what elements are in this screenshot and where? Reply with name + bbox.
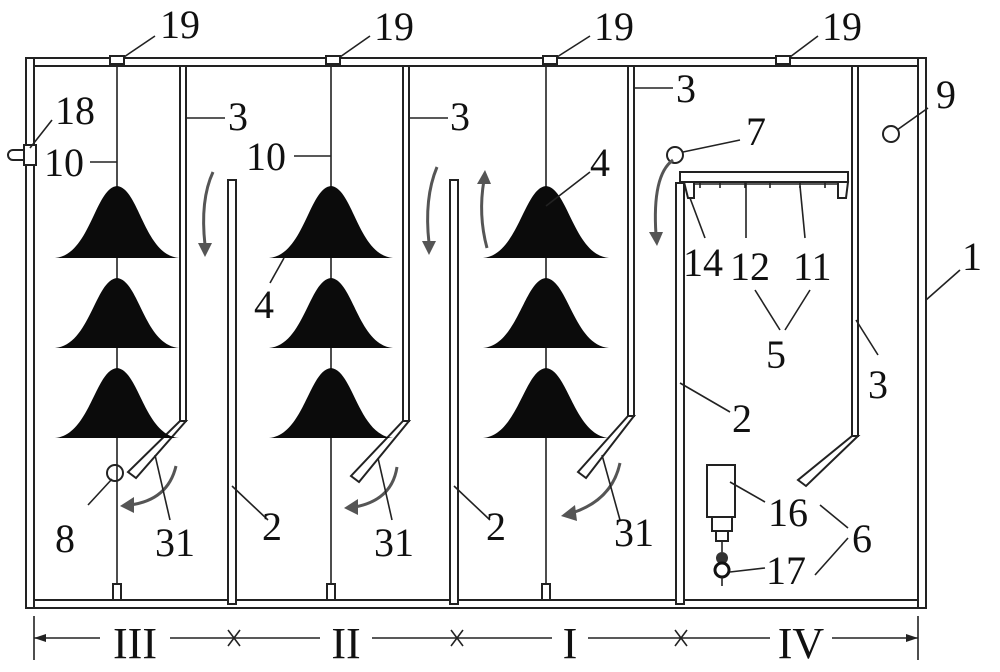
baffle-1 <box>227 179 237 605</box>
label-16: 16 <box>768 490 808 535</box>
label-3-d: 3 <box>868 362 888 407</box>
label-10-b: 10 <box>246 134 286 179</box>
label-3-a: 3 <box>228 94 248 139</box>
zone-label-i: I <box>563 619 578 668</box>
label-2-a: 2 <box>262 504 282 549</box>
guide-plate-3 <box>576 65 637 480</box>
label-7: 7 <box>746 109 766 154</box>
label-3-b: 3 <box>450 94 470 139</box>
label-10-a: 10 <box>44 140 84 185</box>
leader-lines <box>29 35 961 576</box>
label-4-a: 4 <box>254 282 274 327</box>
label-14: 14 <box>683 240 723 285</box>
filler-column-3 <box>483 64 609 601</box>
label-2-c: 2 <box>732 396 752 441</box>
baffle-2 <box>449 179 459 605</box>
assembly-5 <box>679 171 850 199</box>
tank-left-wall <box>25 57 35 609</box>
label-17: 17 <box>766 548 806 593</box>
zone-dimension-line: III II I IV <box>33 616 919 668</box>
label-6: 6 <box>852 516 872 561</box>
label-19-c: 19 <box>594 4 634 49</box>
label-18: 18 <box>55 88 95 133</box>
label-19-b: 19 <box>374 4 414 49</box>
zone-label-ii: II <box>331 619 360 668</box>
flow-arrows <box>120 158 674 521</box>
guide-plate-2 <box>349 65 412 484</box>
label-2-b: 2 <box>486 504 506 549</box>
tank-right-wall <box>917 57 927 609</box>
guide-plate-4 <box>796 65 861 488</box>
label-31-c: 31 <box>614 510 654 555</box>
label-11: 11 <box>793 244 832 289</box>
part-labels: 19 19 19 19 18 10 10 3 3 3 3 4 4 7 9 1 1… <box>44 2 982 593</box>
label-19-a: 19 <box>160 2 200 47</box>
label-12: 12 <box>730 244 770 289</box>
outlet-circle <box>106 464 124 482</box>
label-1: 1 <box>962 234 982 279</box>
filler-column-1 <box>55 64 179 601</box>
label-5: 5 <box>766 332 786 377</box>
guide-plate-1 <box>126 65 189 480</box>
label-8: 8 <box>55 516 75 561</box>
label-3-c: 3 <box>676 66 696 111</box>
label-19-d: 19 <box>822 4 862 49</box>
zone-label-iii: III <box>113 619 157 668</box>
assembly-6 <box>706 464 736 586</box>
filler-column-2 <box>269 64 393 601</box>
label-31-b: 31 <box>374 520 414 565</box>
port-18-body <box>23 144 37 166</box>
tank-bottom-plate <box>25 599 927 609</box>
label-31-a: 31 <box>155 520 195 565</box>
inlet-circle <box>666 146 684 164</box>
zone-label-iv: IV <box>778 619 825 668</box>
label-4-b: 4 <box>590 140 610 185</box>
port-9-circle <box>882 125 900 143</box>
label-9: 9 <box>936 72 956 117</box>
